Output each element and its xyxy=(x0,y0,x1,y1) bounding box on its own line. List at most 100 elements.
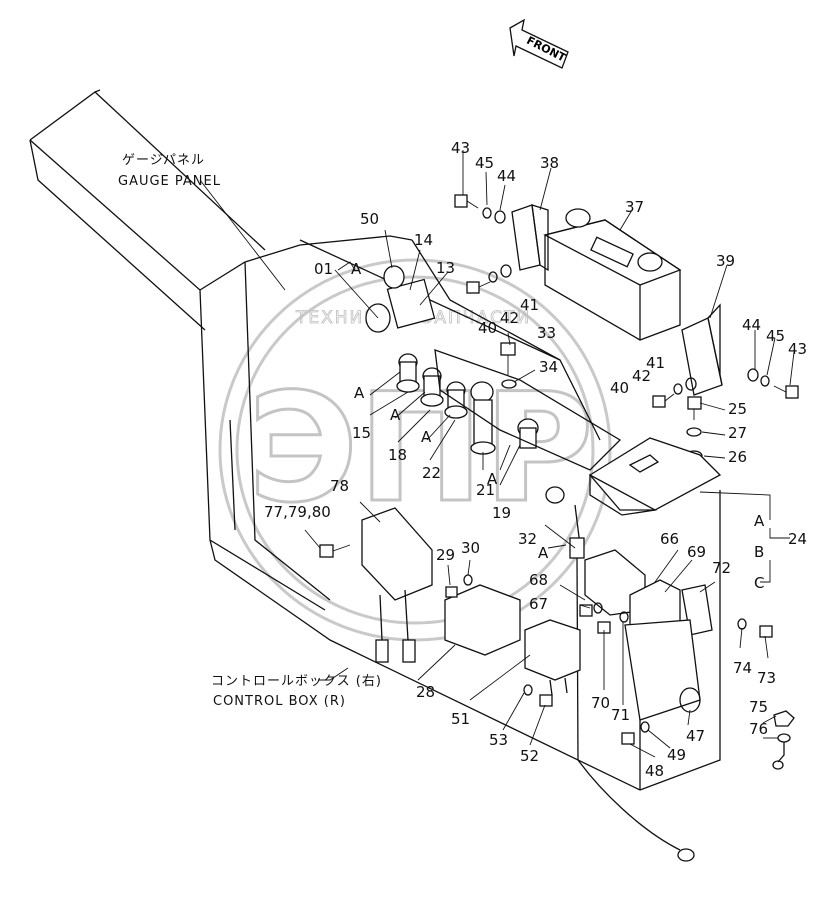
callout-66: 66 xyxy=(660,530,679,548)
washer-27 xyxy=(686,427,702,437)
callout-78: 78 xyxy=(330,477,349,495)
washer-44-right xyxy=(747,368,759,382)
washer-76 xyxy=(777,733,791,743)
coil-47 xyxy=(624,619,701,721)
callout-52: 52 xyxy=(520,747,539,765)
callout-26: 26 xyxy=(728,448,747,466)
washer-71 xyxy=(619,611,629,623)
callout-50: 50 xyxy=(360,210,379,228)
bolt-29 xyxy=(445,586,458,598)
nut-75 xyxy=(773,710,795,727)
washer-49 xyxy=(640,721,650,733)
ground-eye xyxy=(772,760,784,770)
bolt-43-right xyxy=(773,385,799,399)
gauge-panel-en: GAUGE PANEL xyxy=(118,174,221,189)
ref-c1: C xyxy=(754,574,764,592)
ref-a2: A xyxy=(354,384,365,402)
washer-41-upper xyxy=(500,264,512,278)
bracket-39 xyxy=(681,303,723,396)
callout-41-lower: 41 xyxy=(646,354,665,372)
callout-71: 71 xyxy=(611,706,630,724)
callout-48: 48 xyxy=(645,762,664,780)
switch-19 xyxy=(517,418,539,449)
callout-49: 49 xyxy=(667,746,686,764)
callout-40-lower: 40 xyxy=(610,379,629,397)
callout-47: 47 xyxy=(686,727,705,745)
callout-25: 25 xyxy=(728,400,747,418)
callout-51: 51 xyxy=(451,710,470,728)
bracket-38 xyxy=(511,204,549,272)
front-arrow-icon: FRONT xyxy=(509,18,569,69)
callout-29: 29 xyxy=(436,546,455,564)
callout-43-right: 43 xyxy=(788,340,807,358)
callout-40-upper: 40 xyxy=(478,319,497,337)
ref-a1: A xyxy=(351,260,362,278)
callout-75: 75 xyxy=(749,698,768,716)
callout-37: 37 xyxy=(625,198,644,216)
bolt-73 xyxy=(759,625,773,638)
relay-28 xyxy=(444,584,521,656)
ref-a7: A xyxy=(754,512,765,530)
callout-30: 30 xyxy=(461,539,480,557)
switch-21 xyxy=(470,381,496,455)
callout-77-79-80: 77,79,80 xyxy=(264,503,331,521)
callout-67: 67 xyxy=(529,595,548,613)
console-housing xyxy=(29,89,721,791)
callout-27: 27 xyxy=(728,424,747,442)
washer-53 xyxy=(523,684,533,696)
washer-68 xyxy=(593,602,603,614)
bolt-77 xyxy=(319,544,351,558)
washer-42-upper xyxy=(488,271,498,283)
ref-a6: A xyxy=(538,544,549,562)
callout-45-right: 45 xyxy=(766,327,785,345)
callout-33: 33 xyxy=(537,324,556,342)
callout-34: 34 xyxy=(539,358,558,376)
washer-34 xyxy=(501,379,517,389)
callout-70: 70 xyxy=(591,694,610,712)
callout-53: 53 xyxy=(489,731,508,749)
ref-a5: A xyxy=(487,470,498,488)
callout-44: 44 xyxy=(497,167,516,185)
bolt-48 xyxy=(621,732,635,745)
panel-plate xyxy=(434,349,622,471)
bolt-25 xyxy=(687,396,702,420)
ref-a3: A xyxy=(390,406,401,424)
callout-13: 13 xyxy=(436,259,455,277)
washer-44-left xyxy=(494,210,506,224)
callout-39: 39 xyxy=(716,252,735,270)
relay-51 xyxy=(524,619,581,696)
switch-01 xyxy=(365,265,436,333)
knob-18 xyxy=(420,367,444,407)
callout-01: 01 xyxy=(314,260,333,278)
callout-32: 32 xyxy=(518,530,537,548)
bolt-52 xyxy=(539,694,553,707)
washer-41-lower xyxy=(685,377,697,391)
bolt-40-lower xyxy=(652,393,675,408)
ground-terminal xyxy=(677,848,695,862)
callout-24: 24 xyxy=(788,530,807,548)
callout-18: 18 xyxy=(388,446,407,464)
washer-45-right xyxy=(760,375,770,387)
callout-38: 38 xyxy=(540,154,559,172)
callout-41-upper: 41 xyxy=(520,296,539,314)
callout-68: 68 xyxy=(529,571,548,589)
callout-44-right: 44 xyxy=(742,316,761,334)
callout-21: 21 xyxy=(476,481,495,499)
washer-45-left xyxy=(482,207,492,219)
callout-19: 19 xyxy=(492,504,511,522)
callout-76: 76 xyxy=(749,720,768,738)
ref-a4: A xyxy=(421,428,432,446)
control-box-lid-24 xyxy=(589,437,722,516)
callout-15: 15 xyxy=(352,424,371,442)
battery-37 xyxy=(543,208,682,341)
bolt-33 xyxy=(500,342,516,375)
callout-45: 45 xyxy=(475,154,494,172)
washer-42-lower xyxy=(673,383,683,395)
callout-43: 43 xyxy=(451,139,470,157)
controller-78 xyxy=(361,507,433,663)
callout-42-lower: 42 xyxy=(632,367,651,385)
bolt-40-upper xyxy=(466,281,491,294)
ground-cable xyxy=(577,759,681,851)
stud-76 xyxy=(777,742,785,763)
